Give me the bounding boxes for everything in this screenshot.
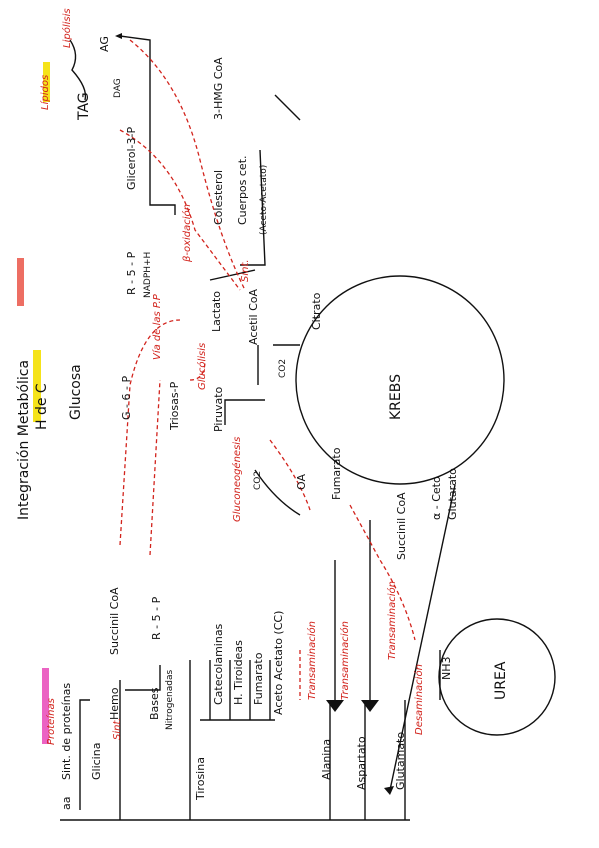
via-pp-label: Vía de las P.P: [151, 293, 163, 360]
aceto-acetato-protein-label: Aceto Acetato (CC): [272, 611, 285, 715]
nitrogenadas-label: Nitrogenadas: [165, 670, 175, 730]
ag-label: AG: [98, 36, 111, 52]
protein-sint-label: Sint.: [112, 717, 123, 740]
gluconeogenesis-label: Gluconeogénesis: [231, 437, 243, 522]
transaminacion-2-label: Transaminación: [339, 621, 351, 700]
r5p-label: R - 5 - P: [125, 251, 138, 295]
glucosa-arrows: [274, 94, 301, 121]
sint-hemo-line: [125, 665, 161, 691]
protein-baseline: [60, 660, 410, 821]
ag-to-acetilcoa-line: [119, 35, 176, 215]
aceto-label: α - Ceto: [430, 476, 443, 520]
glucosa-label: Glucosa: [68, 364, 84, 420]
sint-line: [240, 149, 266, 266]
nh3-label: NH3: [440, 657, 453, 681]
page-subtitle: H de C: [34, 383, 50, 430]
lipidos-header: Lípidos: [39, 75, 51, 110]
piruvato-to-lactato: [224, 399, 265, 425]
glicerol-label: Glicerol-3-P: [125, 127, 138, 190]
fumarato-protein-label: Fumarato: [252, 652, 265, 705]
tiroideas-label: H. Tiroideas: [232, 640, 245, 705]
transaminacion-1-label: Transaminación: [306, 621, 318, 700]
bases-label: Bases: [148, 687, 161, 720]
aspartato-arrowhead: [361, 700, 379, 712]
krebs-cycle-circle: [295, 275, 505, 485]
lipid-sint-label: Sint.: [240, 259, 251, 282]
page-title: Integración Metabólica: [16, 360, 32, 520]
desaminacion-label: Desaminación: [413, 664, 425, 735]
acetil-to-sint-line: [209, 269, 256, 281]
co2-bottom-label: CO2: [253, 471, 263, 490]
lipidos-highlight: [43, 62, 50, 102]
lipolisis-label: Lipólisis: [61, 8, 73, 48]
glutarato-label: Glutarato: [446, 468, 459, 520]
tirosina-label: Tirosina: [194, 757, 207, 801]
succinilcoa-krebs-label: Succinil CoA: [395, 492, 408, 560]
hemo-label: Hemo: [108, 687, 121, 720]
glutamato-to-aceto-line: [389, 484, 456, 791]
dag-label: DAG: [113, 78, 123, 98]
piruvato-to-oa: [254, 469, 301, 516]
nadph-label: NADPH+H: [143, 252, 153, 298]
lactato-label: Lactato: [210, 291, 223, 332]
proteinas-header: Proteínas: [45, 698, 57, 745]
proteinas-highlight: [42, 668, 49, 744]
aceto-acetato-lipid-label: (Aceto-Acetato): [259, 165, 269, 235]
aspartato-label: Aspartato: [355, 736, 368, 790]
transaminacion-3-label: Transaminación: [386, 581, 398, 660]
glutamato-label: Glutamato: [394, 732, 407, 790]
piruvato-label: Piruvato: [212, 386, 225, 432]
citrato-label: Citrato: [310, 292, 323, 330]
title-highlight: [17, 258, 24, 306]
oa-label: OA: [295, 474, 308, 490]
cuerpos-cet-label: Cuerpos cet.: [236, 155, 249, 225]
subtitle-highlight: [33, 350, 41, 422]
boxidacion-label: β-oxidación: [181, 204, 193, 263]
ag-arrowhead: [115, 33, 122, 39]
catecolaminas-label: Catecolaminas: [212, 623, 225, 705]
gluconeo-dashed: [269, 439, 311, 511]
co2-top-label: CO2: [278, 359, 288, 378]
alanina-arrowhead: [326, 700, 344, 712]
r5p-protein-dashed: [149, 379, 161, 556]
sint-proteinas-label: Sint. de proteínas: [60, 683, 73, 780]
aa-branch-line: [79, 699, 90, 810]
tag-brace: [69, 39, 87, 101]
fumarato-label: Fumarato: [330, 447, 343, 500]
oa-to-fumarato-dashed: [349, 504, 416, 641]
ag-boxidacion-dashed: [129, 39, 246, 291]
glutamato-arrowhead: [384, 786, 394, 795]
r5p-protein-label: R - 5 - P: [150, 596, 163, 640]
urea-cycle-circle: [438, 618, 556, 736]
alanina-label: Alanina: [320, 739, 333, 780]
hmg-coa-label: 3-HMG CoA: [212, 57, 225, 120]
acetilcoa-label: Acetil CoA: [247, 289, 260, 345]
glicina-label: Glicina: [90, 743, 103, 780]
colesterol-label: Colesterol: [212, 170, 225, 225]
triosas-label: Triosas-P: [168, 381, 181, 431]
glucolisis-label: Glucólisis: [196, 343, 208, 390]
tag-label: TAG: [76, 92, 92, 121]
tirosina-branch: [200, 660, 275, 721]
succinilcoa-protein-label: Succinil CoA: [108, 587, 121, 655]
krebs-label: KREBS: [388, 374, 404, 420]
glicerol-to-triosas-dashed: [119, 129, 241, 291]
g6p-label: G - 6 - P: [120, 376, 133, 420]
urea-label: UREA: [493, 661, 509, 700]
aa-label: aa: [60, 797, 73, 810]
r5p-curve-dashed: [189, 359, 206, 381]
succinil-to-g6p-dashed: [119, 319, 181, 546]
